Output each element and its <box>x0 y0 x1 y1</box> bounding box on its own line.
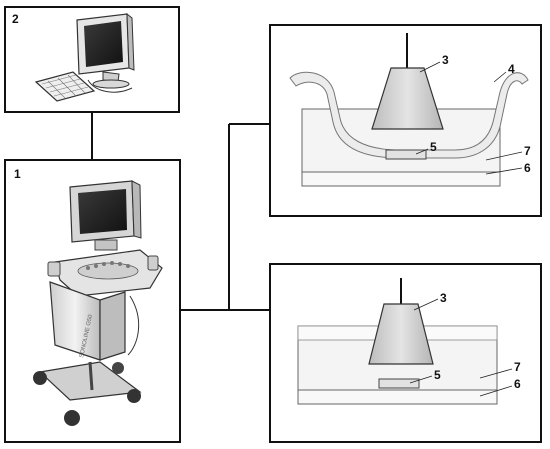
leader-lines <box>415 61 523 175</box>
transducer <box>368 303 434 365</box>
phantom-label-bottom: 7 <box>514 360 521 374</box>
membrane <box>289 71 529 159</box>
computer-label: 2 <box>12 12 19 26</box>
target-label-bottom: 5 <box>434 368 441 382</box>
computer-icon <box>34 12 135 102</box>
target <box>378 378 420 389</box>
phantom-base <box>297 389 498 405</box>
direct-contact-setup-panel: 3 5 7 6 <box>269 263 542 443</box>
phantom-base <box>301 171 501 187</box>
ultrasound-system-label: 1 <box>14 167 21 181</box>
base-label-bottom: 6 <box>514 377 521 391</box>
transducer-label-top: 3 <box>442 53 449 67</box>
transducer-label-bottom: 3 <box>440 291 447 305</box>
target-label-top: 5 <box>430 140 437 154</box>
membrane-label: 4 <box>508 62 515 76</box>
ultrasound-machine-icon: SONOLINE G50 <box>33 180 163 426</box>
target <box>385 149 427 160</box>
ultrasound-system-panel: 1 SONOLINE G50 <box>4 159 181 443</box>
phantom-label-top: 7 <box>524 144 531 158</box>
leader-lines <box>409 298 513 397</box>
computer-panel: 2 <box>4 6 180 113</box>
base-label-top: 6 <box>524 161 531 175</box>
connection-lines <box>91 112 270 311</box>
transducer <box>371 67 444 130</box>
membrane-setup-panel: 3 4 5 7 6 <box>269 24 542 217</box>
